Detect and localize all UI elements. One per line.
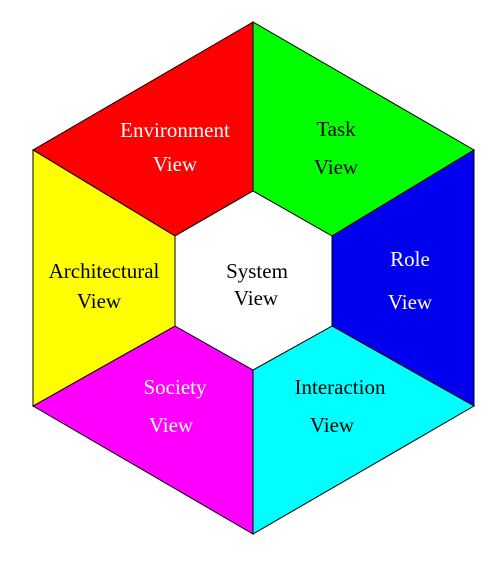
architectural-label-line1: Architectural [49,259,160,283]
environment-label-line2: View [153,152,198,176]
interaction-label-line1: Interaction [295,375,386,399]
architectural-label-line2: View [77,289,122,313]
segment-system [174,190,333,371]
system-label-line2: View [234,286,279,310]
task-label-line2: View [314,155,359,179]
system-label-line1: System [226,259,288,283]
interaction-label-line2: View [310,413,355,437]
role-label-line1: Role [390,247,430,271]
society-label-line1: Society [144,375,207,399]
task-label-line1: Task [316,117,356,141]
society-label-line2: View [149,413,194,437]
environment-label-line1: Environment [120,118,230,142]
role-label-line2: View [388,290,433,314]
